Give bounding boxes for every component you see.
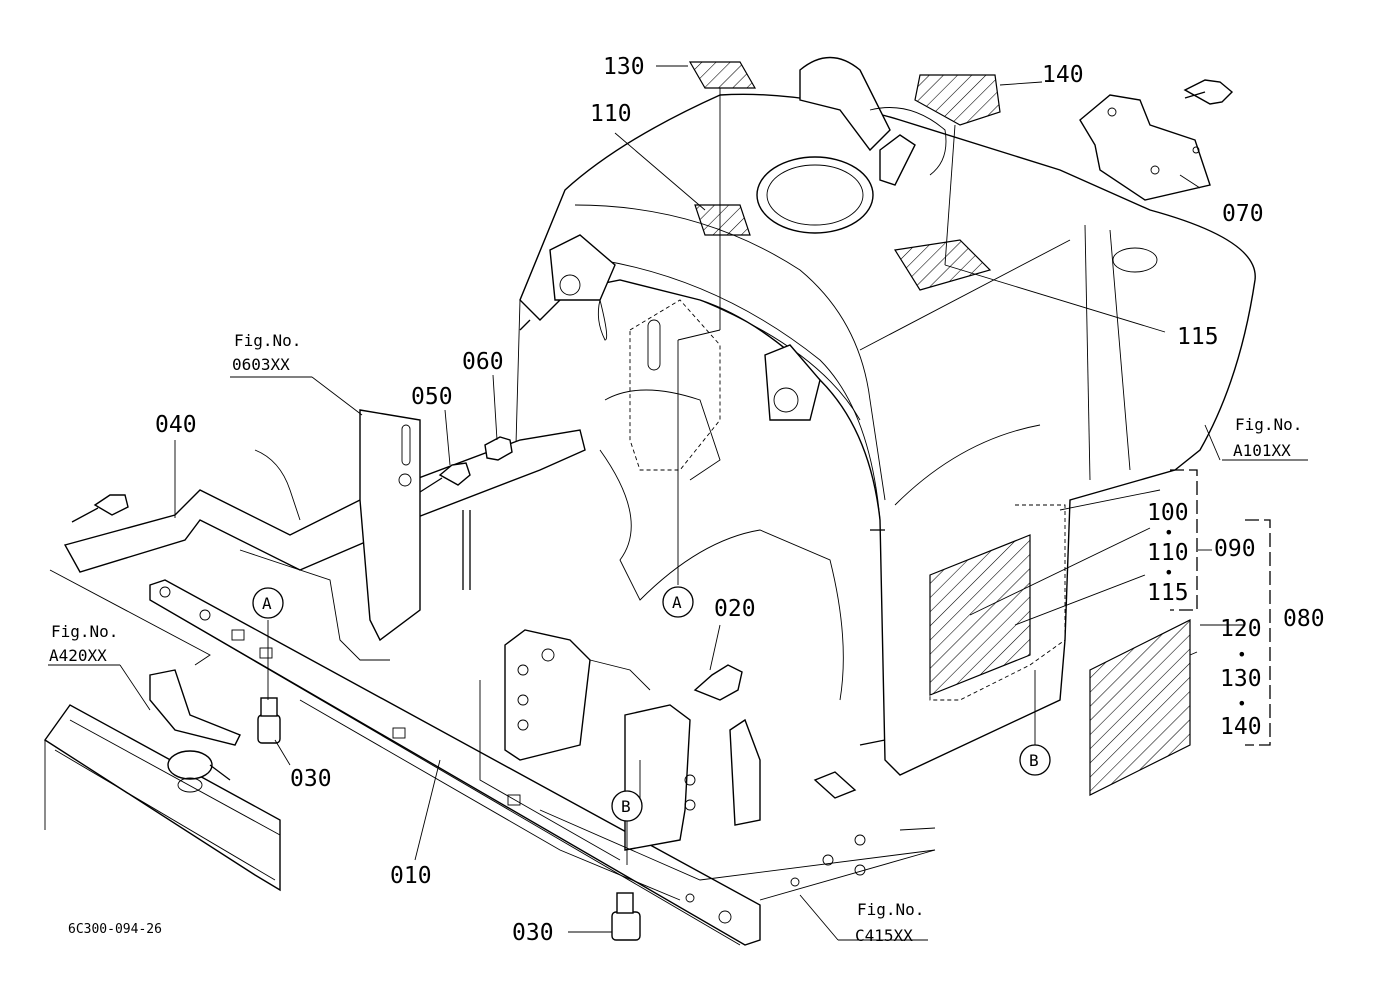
decal-140: [914, 74, 1001, 126]
callout-040: 040: [155, 412, 197, 438]
callout-110-top: 110: [590, 101, 632, 127]
callout-030-lower: 030: [512, 920, 554, 946]
callout-140-top: 140: [1042, 62, 1084, 88]
hood-shroud: [514, 56, 1256, 776]
callout-120: 120: [1220, 616, 1262, 642]
marker-a-letter: A: [672, 593, 682, 612]
callout-050: 050: [411, 384, 453, 410]
bullet-1: •: [1164, 523, 1174, 542]
fig-label: Fig.No.: [51, 622, 118, 641]
decal-115: [894, 239, 992, 291]
group-bracket-090: [1170, 469, 1198, 611]
radiator-ref: [44, 669, 281, 892]
fitting-020: [693, 664, 743, 701]
bullet-2: •: [1164, 563, 1174, 582]
bracket-070: [1079, 79, 1234, 201]
callouts: 130 110 140 070 115 060 050 040 100 110 …: [155, 54, 1325, 946]
callout-010: 010: [390, 863, 432, 889]
callout-090: 090: [1214, 536, 1256, 562]
marker-a-letter: A: [262, 594, 272, 613]
decal-110: [694, 204, 751, 236]
callout-080: 080: [1283, 606, 1325, 632]
callout-130-top: 130: [603, 54, 645, 80]
nut-060: [484, 436, 513, 461]
bullet-4: •: [1237, 694, 1247, 713]
fitting-030-lower: [611, 892, 641, 941]
callout-020: 020: [714, 596, 756, 622]
decal-120-panel: [1089, 619, 1191, 796]
fig-label: Fig.No.: [1235, 415, 1302, 434]
marker-b-letter: B: [621, 797, 631, 816]
marker-b-lower: B: [611, 790, 643, 822]
marker-b-letter: B: [1029, 751, 1039, 770]
callout-060: 060: [462, 349, 504, 375]
marker-a-lower: A: [252, 587, 284, 619]
decal-130: [688, 61, 757, 89]
marker-a-upper: A: [662, 586, 694, 618]
decals: [688, 61, 1191, 796]
group-separators: • • • •: [1164, 523, 1247, 713]
callout-140-group: 140: [1220, 714, 1262, 740]
callout-115-top: 115: [1177, 324, 1219, 350]
fig-ref-c415: Fig.No. C415XX: [855, 900, 924, 945]
bolt-050: [419, 462, 471, 493]
callout-030-upper: 030: [290, 766, 332, 792]
fig-label: Fig.No.: [857, 900, 924, 919]
fig-number-a420: A420XX: [49, 646, 107, 665]
marker-b-right: B: [1019, 744, 1051, 776]
drawing-code: 6C300-094-26: [68, 922, 162, 937]
fig-number-a101: A101XX: [1233, 441, 1291, 460]
callout-115-group: 115: [1147, 580, 1189, 606]
fig-number-c415: C415XX: [855, 926, 913, 945]
group-bracket-080: [1245, 519, 1271, 746]
callout-070: 070: [1222, 201, 1264, 227]
fig-label: Fig.No.: [234, 331, 301, 350]
callout-130-group: 130: [1220, 666, 1262, 692]
callout-110-group: 110: [1147, 540, 1189, 566]
bar-010: [49, 569, 761, 946]
bullet-3: •: [1237, 645, 1247, 664]
leader-lines: [48, 65, 1308, 941]
callout-100: 100: [1147, 500, 1189, 526]
fig-ref-0603: Fig.No. 0603XX: [232, 331, 301, 374]
fig-ref-a420: Fig.No. A420XX: [49, 622, 118, 665]
lower-brackets: [479, 629, 936, 901]
fig-ref-a101: Fig.No. A101XX: [1233, 415, 1302, 460]
fig-number-0603: 0603XX: [232, 355, 290, 374]
fitting-030-upper: [257, 697, 281, 744]
